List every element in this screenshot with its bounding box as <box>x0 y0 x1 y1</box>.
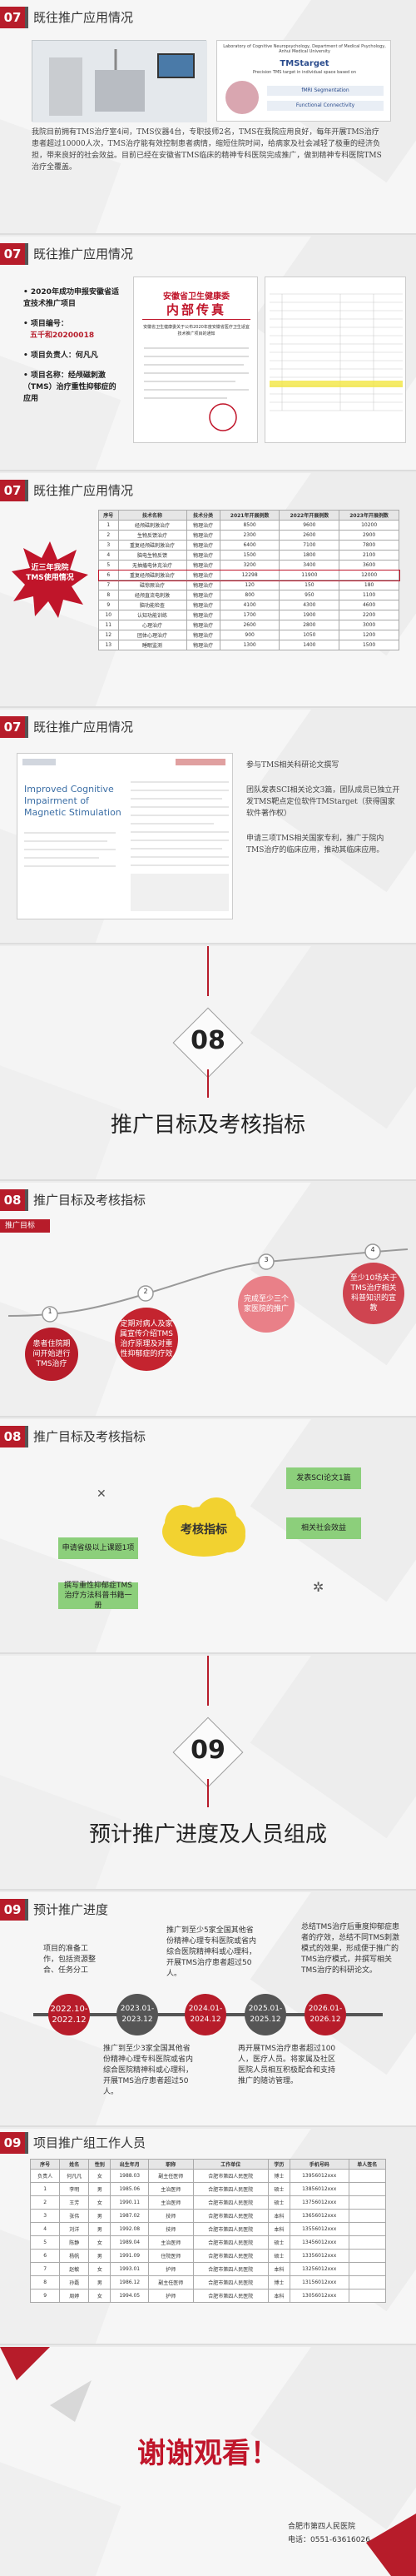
starburst-label: 近三年我院TMS使用情况 <box>26 564 74 582</box>
section-title: 推广目标及考核指标 <box>110 1113 305 1138</box>
slide-2: 07 既往推广应用情况 • 2020年成功申报安徽省适宜技术推广项目 • 项目编… <box>0 237 416 471</box>
project-list-table <box>270 293 403 411</box>
metric-social-benefit: 相关社会效益 <box>286 1517 361 1539</box>
fax-body-lines <box>144 347 249 431</box>
slide-7: 08 推广目标及考核指标 考核指标 发表SCI论文1篇 申请省级以上课题1项 相… <box>0 1419 416 1654</box>
section-slide-09: 09 预计推广进度及人员组成 <box>0 1656 416 1891</box>
red-swoosh <box>0 2347 416 2576</box>
metric-research-project: 申请省级以上课题1项 <box>58 1537 138 1559</box>
hospital-phone: 电话：0551-63616026 <box>288 2536 370 2544</box>
thanks-slide: 谢谢观看！ 合肥市第四人民医院 电话：0551-63616026 <box>0 2347 416 2576</box>
slide-6: 08 推广目标及考核指标 推广目标 1 2 3 4 患者住院期间开始进行TMS治… <box>0 1183 416 1418</box>
tms-room-photo <box>32 40 207 122</box>
goal-step-3: 完成至少三个家医院的推广 <box>238 1276 295 1333</box>
slide-4: 07 既往推广应用情况 Improved Cognitive Impairmen… <box>0 710 416 944</box>
slide-header: 07 既往推广应用情况 <box>0 7 216 28</box>
research-notes: 参与TMS相关科研论文撰写 团队发表SCI相关论文3篇，团队成员已独立开发TMS… <box>246 761 400 855</box>
phase-2-date: 2023.01-2023.12 <box>116 1994 158 2035</box>
project-bullets: • 2020年成功申报安徽省适宜技术推广项目 • 项目编号： 五千和202000… <box>23 286 123 405</box>
hospital-name: 合肥市第四人民医院 <box>288 2523 356 2531</box>
slide-header: 07 既往推广应用情况 <box>0 480 216 501</box>
metric-sci-paper: 发表SCI论文1篇 <box>286 1467 361 1489</box>
project-number: 五千和20200018 <box>30 331 95 340</box>
starburst-shape <box>12 541 88 618</box>
slide-3: 07 既往推广应用情况 近三年我院TMS使用情况 序号 技术名称 技术分类 20… <box>0 473 416 708</box>
center-label: 考核指标 <box>181 1523 227 1537</box>
phase-1-date: 2022.10-2022.12 <box>48 1994 90 2035</box>
phase-4-text: 再开展TMS治疗患者超过100人，医疗人员。将家属及社区医院人员相互积极配合和支… <box>238 2045 336 2085</box>
goal-path <box>7 1243 409 1323</box>
tools-icon: ✕ <box>97 1487 106 1501</box>
phase-4-date: 2025.01-2025.12 <box>245 1994 286 2035</box>
slide-header: 07 既往推广应用情况 <box>0 716 216 738</box>
goal-tag: 推广目标 <box>0 1219 50 1233</box>
phase-3-date: 2024.01-2024.12 <box>185 1994 226 2035</box>
slide-10: 09 项目推广组工作人员 序号姓名性别出生年月职称工作单位学历手机号码单人签名 … <box>0 2129 416 2345</box>
goal-step-2: 定期对病人及家属宣传介绍TMS治疗原理及对重性抑郁症的疗效 <box>115 1308 178 1371</box>
section-number: 07 <box>0 7 25 28</box>
phase-3-text: 推广到至少5家全国其他省份精神心理专科医院或省内综合医院精神科或心理科，开展TM… <box>166 1926 257 1978</box>
slide-header: 07 既往推广应用情况 <box>0 243 216 265</box>
slide-9: 09 预计推广进度 2022.10-2022.12 2023.01-2023.1… <box>0 1892 416 2127</box>
tmstarget-card: Laboratory of Cognitive Neuropsychology,… <box>216 40 391 122</box>
goal-step-4: 至少10场关于TMS治疗相关科普知识的宣教 <box>343 1263 404 1324</box>
slide-1: 07 既往推广应用情况 Laboratory of Cognitive Neur… <box>0 0 416 235</box>
brain-icon <box>225 81 259 114</box>
thanks-text: 谢谢观看！ <box>137 2437 279 2470</box>
paper-title: Improved Cognitive Impairment of Magneti… <box>24 784 121 818</box>
section-slide-08: 08 推广目标及考核指标 <box>0 946 416 1181</box>
phase-5-date: 2026.01-2026.12 <box>305 1994 346 2035</box>
intro-paragraph: 我院目前拥有TMS治疗室4间，TMS仪器4台，专职技师2名，TMS在我院应用良好… <box>32 128 382 172</box>
project-list-document <box>265 277 406 443</box>
section-number: 09 <box>191 1736 225 1765</box>
phase-1-text: 项目的准备工作，包括资源整合、任务分工 <box>43 1945 97 1975</box>
slide-title: 既往推广应用情况 <box>33 10 134 25</box>
slide-header: 09 项目推广组工作人员 <box>0 2132 216 2154</box>
fax-document: 安徽省卫生健康委 内部传真 安徽省卫生健康委关于公布2020年度安徽省医疗卫生适… <box>133 277 258 443</box>
gear-icon: ✲ <box>313 1579 324 1595</box>
slide-header: 08 推广目标及考核指标 <box>0 1426 216 1447</box>
tms-equipment-image <box>32 41 207 122</box>
phase-5-text: 总结TMS治疗后重度抑郁症患者的疗效，总结不同TMS刺激模式的效果，形成便于推广… <box>301 1923 399 1975</box>
section-title: 预计推广进度及人员组成 <box>88 1822 327 1847</box>
section-number: 08 <box>191 1026 225 1055</box>
paper-screenshot: Improved Cognitive Impairment of Magneti… <box>17 753 233 919</box>
cloud-shape <box>162 1497 245 1557</box>
phase-2-text: 推广到至少3家全国其他省份精神心理专科医院或省内综合医院精神科或心理科，开展TM… <box>103 2045 194 2096</box>
slide-header: 09 预计推广进度 <box>0 1899 216 1921</box>
slide-header: 08 推广目标及考核指标 <box>0 1189 216 1211</box>
tms-usage-table: 序号 技术名称 技术分类 2021年开展例数 2022年开展例数 2023年开展… <box>97 510 400 650</box>
metric-book: 撰写重性抑郁症TMS治疗方法科普书籍一册 <box>58 1582 138 1610</box>
goal-step-1: 患者住院期间开始进行TMS治疗 <box>25 1328 78 1381</box>
